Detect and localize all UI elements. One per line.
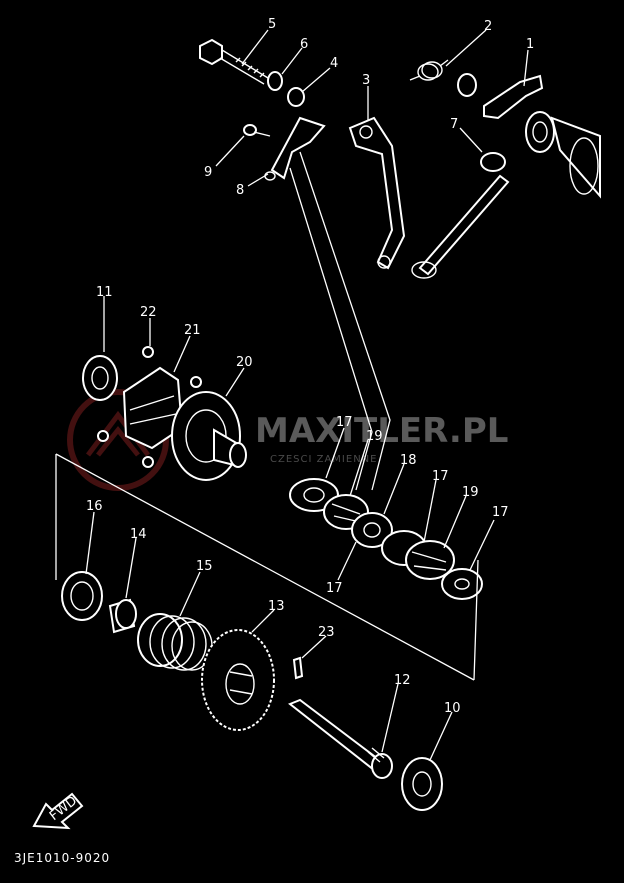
lower-assembly — [61, 571, 443, 811]
upper-assembly — [199, 38, 601, 279]
callout-21: 21 — [184, 323, 201, 338]
callout-12: 12 — [394, 673, 411, 688]
callout-19-b: 19 — [462, 485, 479, 500]
callout-17-d: 17 — [326, 581, 343, 596]
fwd-arrow: FWD — [32, 792, 84, 830]
callout-7: 7 — [450, 117, 458, 132]
part-14-collar — [108, 598, 137, 634]
part-6-washer — [267, 71, 283, 91]
callout-1: 1 — [526, 37, 534, 52]
part-3-arm — [348, 116, 406, 270]
part-2-spring — [409, 59, 449, 81]
watermark-subtext: CZESCI ZAMIENNE — [270, 454, 377, 465]
watermark-text: MAXITLER.PL — [255, 411, 508, 451]
callout-19-a: 19 — [366, 429, 383, 444]
callout-2: 2 — [484, 19, 492, 34]
right-bearing — [525, 111, 601, 199]
callout-5: 5 — [268, 17, 276, 32]
part-7-bushing — [480, 152, 506, 172]
part-9-bolt — [243, 124, 271, 137]
callout-13: 13 — [268, 599, 285, 614]
callout-11: 11 — [96, 285, 113, 300]
callout-8: 8 — [236, 183, 244, 198]
part-1-lever — [483, 74, 544, 120]
callout-15: 15 — [196, 559, 213, 574]
part-11-bearing — [82, 355, 118, 401]
shift-shaft — [418, 174, 510, 276]
callout-3: 3 — [362, 73, 370, 88]
part-22-pin — [142, 346, 154, 358]
callout-6: 6 — [300, 37, 308, 52]
leader-lines — [85, 29, 529, 761]
callout-22: 22 — [140, 305, 157, 320]
part-4-washer — [287, 87, 305, 107]
callout-17-c: 17 — [492, 505, 509, 520]
callout-23: 23 — [318, 625, 335, 640]
part-13-gear — [201, 629, 275, 731]
dowel-a — [190, 376, 202, 388]
part-10-bearing — [401, 757, 443, 811]
callout-18: 18 — [400, 453, 417, 468]
callout-4: 4 — [330, 56, 338, 71]
part-5-bolt — [199, 38, 269, 85]
part-8-bracket — [270, 116, 326, 180]
part-23-pin — [292, 656, 304, 680]
part-16-seal — [61, 571, 103, 621]
callout-10: 10 — [444, 701, 461, 716]
part-15-spring — [137, 613, 213, 671]
callout-9: 9 — [204, 165, 212, 180]
callout-17-b: 17 — [432, 469, 449, 484]
drawing-code: 3JE1010-9020 — [14, 851, 110, 865]
callout-14: 14 — [130, 527, 147, 542]
part-12-shaft — [288, 698, 393, 779]
callout-17-a: 17 — [336, 415, 353, 430]
washer-stack — [289, 478, 483, 600]
middle-assembly — [82, 346, 483, 600]
construction-line — [289, 151, 391, 491]
callout-16: 16 — [86, 499, 103, 514]
callouts: 5 6 4 2 1 3 7 9 8 11 22 21 20 17 19 18 1… — [86, 17, 534, 716]
callout-20: 20 — [236, 355, 253, 370]
assembly-outline — [55, 453, 479, 681]
bushing — [457, 73, 477, 97]
part-20-drum — [171, 391, 247, 481]
